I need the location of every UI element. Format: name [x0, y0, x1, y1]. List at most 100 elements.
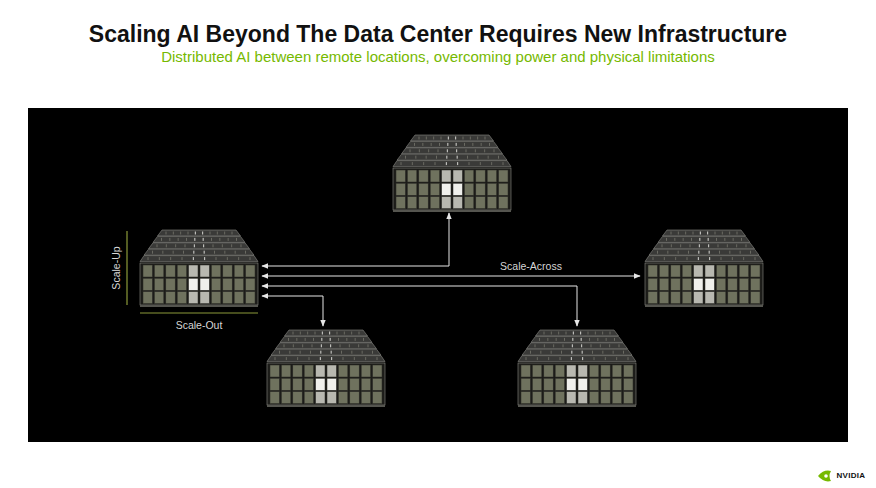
server-rack: [645, 230, 763, 307]
rack-tick: [571, 357, 572, 360]
rack-tick: [530, 351, 531, 354]
rack-tick: [194, 244, 195, 247]
rack-base: [645, 305, 763, 307]
rack-tick: [582, 357, 583, 360]
rack-tier: [402, 148, 503, 154]
rack-tick: [224, 232, 225, 235]
rack-tick: [329, 332, 330, 335]
rack-tick: [320, 357, 321, 360]
rack-slot: [419, 197, 428, 209]
rack-slot: [464, 183, 473, 195]
rack-tick: [472, 143, 473, 146]
rack-tick: [616, 357, 617, 360]
logo-eye-pupil: [824, 474, 828, 478]
rack-tier: [645, 256, 763, 262]
rack-slot: [682, 292, 691, 304]
rack-slot: [453, 183, 462, 195]
rack-slot: [316, 365, 325, 377]
rack-slot: [694, 292, 703, 304]
rack-tick: [456, 143, 457, 146]
rack-tick: [657, 251, 658, 254]
rack-tier: [393, 161, 511, 167]
scale-across-label: Scale-Across: [500, 260, 562, 272]
rack-tier: [158, 230, 241, 236]
rack-slot: [246, 278, 255, 290]
rack-tick: [217, 232, 218, 235]
rack-slot: [246, 265, 255, 277]
rack-tick: [699, 244, 700, 247]
rack-tick: [563, 344, 564, 347]
rack-tick: [750, 251, 751, 254]
rack-tick: [152, 251, 153, 254]
rack-slot: [143, 265, 152, 277]
rack-tick: [441, 137, 442, 140]
rack-tick: [628, 357, 629, 360]
rack-tick: [365, 357, 366, 360]
rack-tick: [320, 351, 321, 354]
rack-slot: [270, 365, 279, 377]
rack-slot: [671, 265, 680, 277]
rack-tick: [431, 143, 432, 146]
rack-tick: [551, 351, 552, 354]
rack-tick: [180, 232, 181, 235]
rack-tick: [216, 257, 217, 260]
scale-up-label: Scale-Up: [110, 246, 122, 289]
rack-tick: [241, 244, 242, 247]
scale-arrow: [262, 296, 323, 326]
rack-tick: [746, 244, 747, 247]
rack-tick: [231, 244, 232, 247]
rack-tick: [439, 143, 440, 146]
rack-tick: [446, 156, 447, 159]
rack-tick: [185, 244, 186, 247]
rack-slot: [234, 292, 243, 304]
rack-slot: [189, 292, 198, 304]
rack-slot: [589, 378, 598, 390]
server-rack: [393, 135, 511, 212]
rack-tick: [708, 238, 709, 241]
rack-tier: [285, 330, 368, 336]
rack-tick: [581, 344, 582, 347]
rack-front: [140, 263, 258, 305]
rack-tick: [213, 244, 214, 247]
rack-tick: [161, 238, 162, 241]
rack-tick: [535, 344, 536, 347]
brand-logo-text: NVIDIA: [837, 471, 866, 480]
rack-slot: [751, 265, 760, 277]
rack-slot: [281, 378, 290, 390]
rack-slot: [281, 365, 290, 377]
rack-slot: [624, 365, 633, 377]
rack-tick: [351, 332, 352, 335]
server-rack: [267, 330, 385, 407]
rack-tick: [662, 244, 663, 247]
rack-tick: [558, 332, 559, 335]
rack-tick: [477, 156, 478, 159]
rack-slot: [223, 265, 232, 277]
rack-tier: [663, 230, 746, 236]
rack-tick: [551, 332, 552, 335]
rack-slot: [373, 392, 382, 404]
rack-tick: [359, 332, 360, 335]
rack-tick: [581, 338, 582, 341]
rack-tick: [722, 232, 723, 235]
rack-slot: [624, 392, 633, 404]
logo-eye: [818, 471, 831, 482]
rack-tick: [667, 251, 668, 254]
rack-tick: [193, 257, 194, 260]
rack-tick: [708, 244, 709, 247]
scale-up-bracket: [126, 231, 127, 305]
rack-slot: [154, 292, 163, 304]
rack-tick: [671, 232, 672, 235]
rack-slot: [499, 183, 508, 195]
rack-tick: [344, 332, 345, 335]
rack-tick: [724, 238, 725, 241]
rack-tick: [573, 332, 574, 335]
rack-slot: [316, 378, 325, 390]
rack-tick: [610, 332, 611, 335]
rack-slot: [419, 170, 428, 182]
rack-tick: [157, 244, 158, 247]
rack-tick: [162, 251, 163, 254]
rack-tick: [419, 149, 420, 152]
rack-tick: [494, 149, 495, 152]
